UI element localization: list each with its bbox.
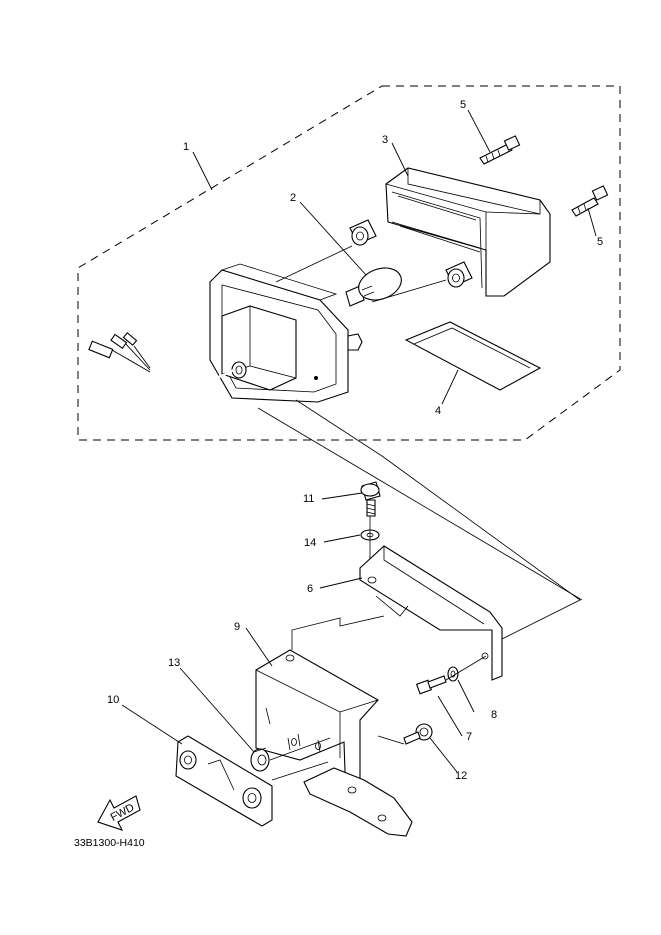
callout-4: 4 — [435, 405, 441, 417]
bolt-11 — [360, 481, 381, 517]
taillight-lens — [385, 167, 551, 297]
callout-10: 10 — [107, 694, 119, 706]
reflector-plate — [404, 321, 542, 391]
callout-14: 14 — [304, 537, 316, 549]
fwd-arrow: FWD — [97, 795, 141, 831]
callout-7: 7 — [466, 731, 472, 743]
mounting-plate-10 — [175, 735, 273, 827]
callout-1: 1 — [183, 141, 189, 153]
bolt-12 — [403, 723, 433, 745]
bulb — [345, 267, 402, 307]
callout-5b: 5 — [597, 236, 603, 248]
callout-9: 9 — [234, 621, 240, 633]
assembly-boundary — [77, 85, 621, 441]
callout-8: 8 — [491, 709, 497, 721]
callout-13: 13 — [168, 657, 180, 669]
callout-leaders — [121, 109, 597, 773]
lower-plate — [303, 767, 413, 837]
callout-2: 2 — [290, 192, 296, 204]
drawing-code: 33B1300-H410 — [74, 837, 145, 849]
taillight-housing — [209, 263, 363, 403]
callout-3: 3 — [382, 134, 388, 146]
bolt-7 — [415, 675, 447, 695]
lens-screws — [479, 135, 609, 217]
wire-harness — [88, 332, 235, 387]
lens-grommets — [349, 219, 473, 288]
callout-11: 11 — [303, 493, 314, 505]
grommet-13 — [250, 747, 270, 772]
bracket-6 — [359, 545, 503, 681]
callout-6: 6 — [307, 583, 313, 595]
callout-12: 12 — [455, 770, 467, 782]
callout-5a: 5 — [460, 99, 466, 111]
